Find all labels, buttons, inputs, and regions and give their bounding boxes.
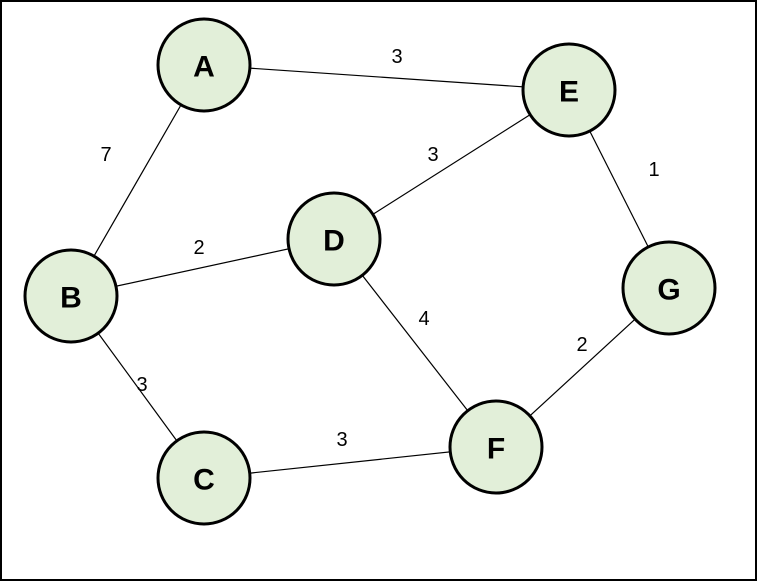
edge-weight-c-f: 3 (336, 429, 347, 451)
weight-layer: 3 7 2 3 1 4 3 3 2 (100, 46, 659, 451)
node-label-d: D (323, 225, 345, 258)
edge-weight-d-f: 4 (418, 308, 429, 330)
node-circle-b (23, 248, 119, 344)
node-g: G (621, 240, 717, 336)
node-f: F (448, 399, 544, 495)
node-label-e: E (559, 76, 579, 109)
node-circle-e (521, 42, 617, 138)
edge-weight-f-g: 2 (576, 334, 587, 356)
edge-weight-b-d: 2 (193, 237, 204, 259)
edge-weight-a-b: 7 (100, 144, 111, 166)
node-label-c: C (193, 464, 215, 497)
node-circle-c (156, 430, 252, 526)
node-label-a: A (193, 51, 215, 84)
edge-weight-d-e: 3 (427, 144, 438, 166)
node-circle-g (621, 240, 717, 336)
edge-weight-b-c: 3 (136, 374, 147, 396)
edge-a-e (203, 64, 570, 91)
node-d: D (286, 191, 382, 287)
node-c: C (156, 430, 252, 526)
node-label-b: B (60, 282, 82, 315)
node-b: B (23, 248, 119, 344)
node-a: A (156, 17, 252, 113)
node-circle-d (286, 191, 382, 287)
node-circle-a (156, 17, 252, 113)
edge-c-f (203, 446, 497, 479)
node-label-g: G (657, 274, 680, 307)
edge-weight-a-e: 3 (391, 46, 402, 68)
node-circle-f (448, 399, 544, 495)
node-label-f: F (487, 433, 505, 466)
edge-weight-e-g: 1 (648, 159, 659, 181)
node-e: E (521, 42, 617, 138)
node-layer: A B C D E F G (23, 17, 717, 526)
